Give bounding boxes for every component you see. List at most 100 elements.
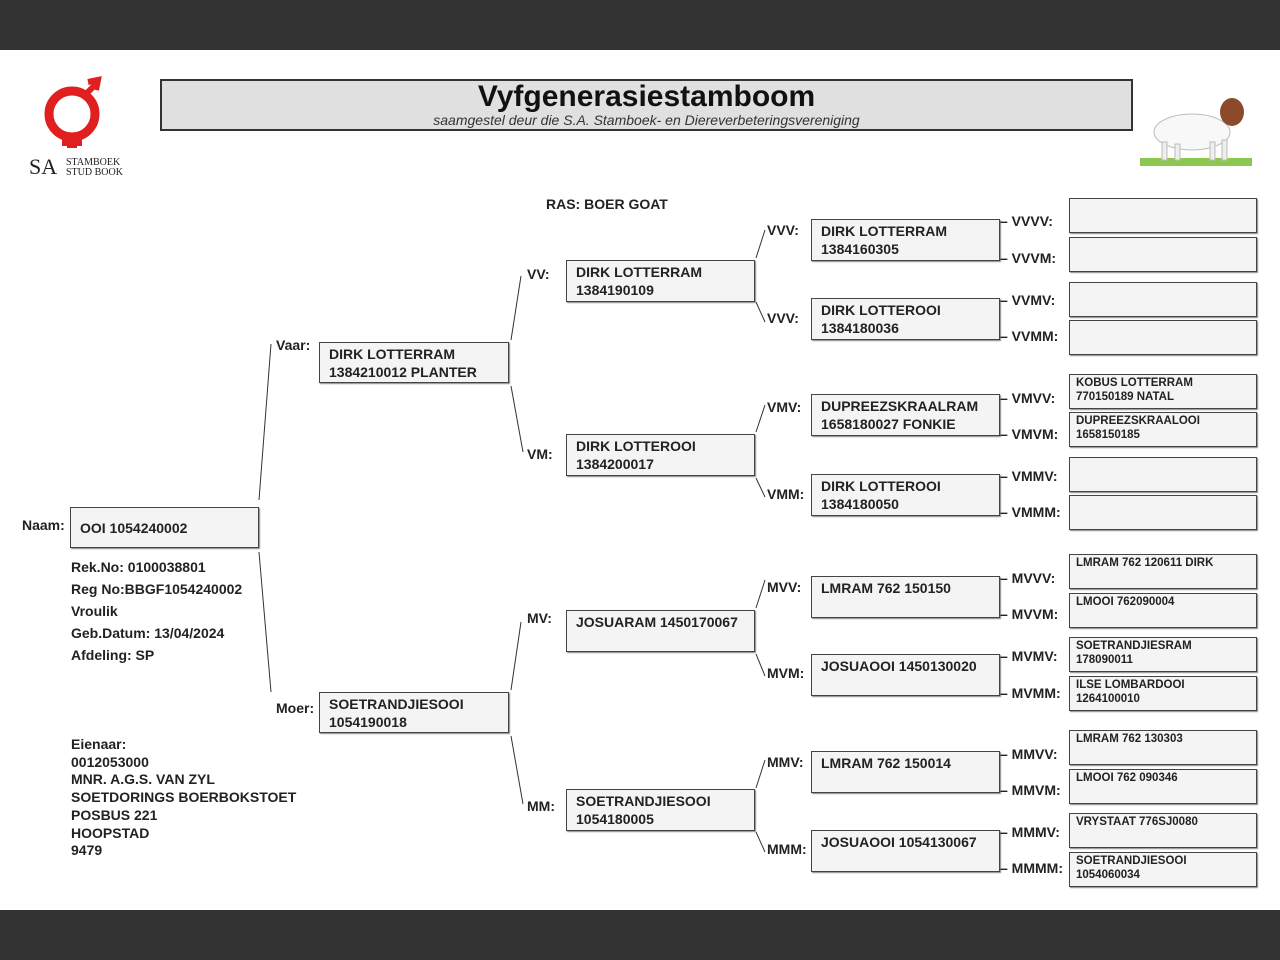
ancestor-name: DIRK LOTTEROOI [821,478,941,494]
gen5-ancestor-box [1069,198,1257,233]
ancestor-name: SOETRANDJIESOOI [329,696,464,712]
gen3-ancestor-box: SOETRANDJIESOOI 1054180005 [566,789,755,831]
ancestor-name: LMRAM 762 120611 DIRK [1076,557,1214,569]
gen5-label: – MVMM: [1000,685,1061,701]
reg-no: Reg No:BBGF1054240002 [71,581,243,597]
ancestor-name: LMOOI 762090004 [1076,596,1175,608]
gen5-label: – VVVM: [1000,250,1057,266]
gen5-ancestor-box: VRYSTAAT 776SJ0080 [1069,813,1257,848]
animal-details: Rek.No: 0100038801 Reg No:BBGF1054240002… [71,556,242,666]
ancestor-name: KOBUS LOTTERRAM [1076,377,1193,389]
gen5-ancestor-box [1069,282,1257,317]
gen4-ancestor-box: LMRAM 762 150150 [811,576,1000,618]
gen5-label: – MMMV: [1000,824,1060,840]
ancestor-name: DIRK LOTTERRAM [576,264,702,280]
boer-goat-image [1140,92,1255,170]
gen3-ancestor-box: DIRK LOTTEROOI 1384200017 [566,434,755,476]
owner-details: Eienaar: 0012053000 MNR. A.G.S. VAN ZYL … [71,736,296,860]
gen3-label: VV: [527,266,550,282]
gen5-label: – VMVV: [1000,390,1056,406]
owner-line: HOOPSTAD [71,824,150,841]
gen2-label: Vaar: [276,337,311,353]
animal-name-box: OOI 1054240002 [70,507,259,548]
gen4-label: MMM: [767,841,807,857]
owner-line: MNR. A.G.S. VAN ZYL [71,771,215,788]
owner-line: SOETDORINGS BOERBOKSTOET [71,789,297,806]
gen4-ancestor-box: LMRAM 762 150014 [811,751,1000,793]
gen5-ancestor-box: LMOOI 762090004 [1069,593,1257,628]
sa-studbook-logo: SA STAMBOEK STUD BOOK [26,76,130,180]
gen4-label: VVV: [767,310,799,326]
ancestor-name: JOSUARAM 1450170067 [576,614,738,630]
gen5-label: – VVMV: [1000,292,1056,308]
ancestor-number: 1054190018 [329,714,407,730]
gen5-label: – MMVV: [1000,746,1058,762]
section: Afdeling: SP [71,647,155,663]
svg-text:SA: SA [29,154,57,179]
rek-no: Rek.No: 0100038801 [71,559,206,575]
gen5-label: – VVVV: [1000,213,1053,229]
viewer-top-bar [0,0,1280,50]
ancestor-name: LMRAM 762 150014 [821,755,951,771]
ancestor-name: JOSUAOOI 1450130020 [821,658,977,674]
ancestor-number: 1054180005 [576,811,654,827]
ancestor-name: DIRK LOTTERRAM [821,223,947,239]
breed-label: RAS: BOER GOAT [546,196,668,212]
ancestor-name: ILSE LOMBARDOOI [1076,679,1185,691]
ancestor-name: LMRAM 762 130303 [1076,733,1183,745]
ancestor-name: VRYSTAAT 776SJ0080 [1076,816,1198,828]
gen5-ancestor-box [1069,320,1257,355]
ancestor-name: DUPREEZSKRAALOOI [1076,415,1200,427]
gen5-ancestor-box: LMRAM 762 120611 DIRK [1069,554,1257,589]
ancestor-name: SOETRANDJIESOOI [576,793,711,809]
gen5-label: – VVMM: [1000,328,1059,344]
ancestor-name: JOSUAOOI 1054130067 [821,834,977,850]
viewer-bottom-bar [0,910,1280,960]
ancestor-name: DUPREEZSKRAALRAM 1658180027 FONKIE [821,398,979,432]
gen5-label: – MMVM: [1000,782,1061,798]
svg-text:STUD BOOK: STUD BOOK [66,167,124,178]
ancestor-name: DIRK LOTTEROOI [821,302,941,318]
ancestor-number: 1384180050 [821,496,899,512]
page-title: Vyfgenerasiestamboom [477,80,816,113]
ancestor-name: DIRK LOTTEROOI [576,438,696,454]
ancestor-number: 178090011 [1076,654,1133,666]
gen4-label: VMM: [767,486,805,502]
gen2-label: Moer: [276,700,315,716]
gen4-ancestor-box: DIRK LOTTEROOI 1384180050 [811,474,1000,516]
gen3-label: MV: [527,610,552,626]
ancestor-name: SOETRANDJIESOOI [1076,855,1187,867]
gen5-ancestor-box [1069,457,1257,492]
gen5-ancestor-box: DUPREEZSKRAALOOI 1658150185 [1069,412,1257,447]
gen5-ancestor-box: LMRAM 762 130303 [1069,730,1257,765]
gen3-label: VM: [527,446,553,462]
title-banner: Vyfgenerasiestamboom saamgestel deur die… [160,79,1133,131]
gen4-label: VMV: [767,399,802,415]
page-subtitle: saamgestel deur die S.A. Stamboek- en Di… [433,112,860,128]
gen4-ancestor-box: JOSUAOOI 1054130067 [811,830,1000,872]
ancestor-number: 1264100010 [1076,693,1140,705]
gen4-label: VVV: [767,222,799,238]
ancestor-number: 1054060034 [1076,869,1140,881]
ancestor-name: SOETRANDJIESRAM [1076,640,1192,652]
birth-date: Geb.Datum: 13/04/2024 [71,625,225,641]
owner-line: POSBUS 221 [71,806,158,823]
ancestor-number: 1384200017 [576,456,654,472]
gen5-label: – VMVM: [1000,426,1059,442]
ancestor-number: 1658150185 [1076,429,1140,441]
owner-line: 9479 [71,842,103,859]
gen4-ancestor-box: JOSUAOOI 1450130020 [811,654,1000,696]
sex: Vroulik [71,603,118,619]
gen5-ancestor-box: ILSE LOMBARDOOI 1264100010 [1069,676,1257,711]
gen3-label: MM: [527,798,555,814]
gen4-ancestor-box: DUPREEZSKRAALRAM 1658180027 FONKIE [811,394,1000,436]
owner-label: Eienaar: [71,736,127,752]
gen5-label: – MVVM: [1000,606,1059,622]
gen5-label: – MVMV: [1000,648,1058,664]
gen5-ancestor-box: SOETRANDJIESOOI 1054060034 [1069,852,1257,887]
